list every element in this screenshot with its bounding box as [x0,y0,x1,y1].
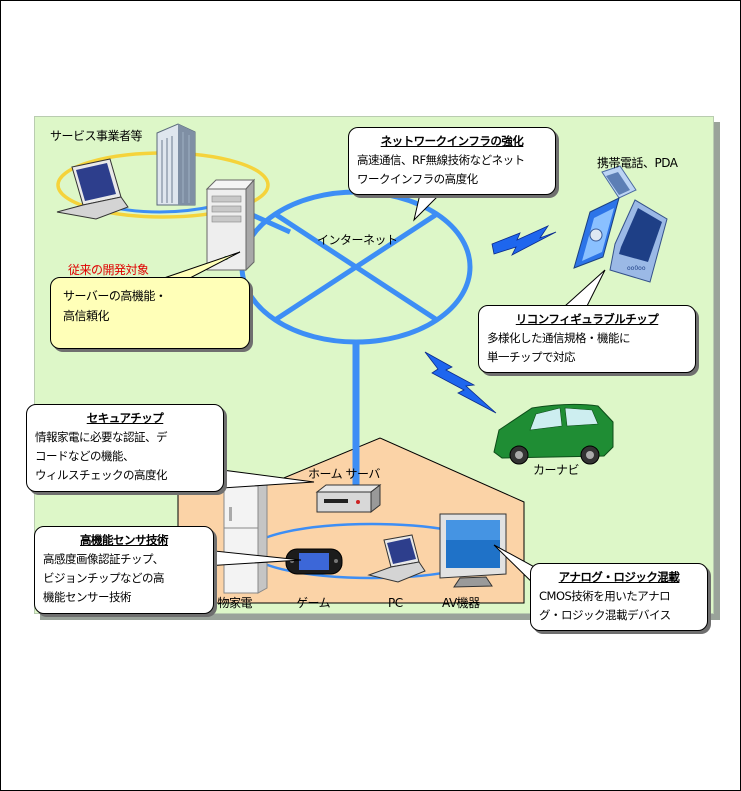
analog-logic-callout: アナログ・ロジック混載 CMOS技術を用いたアナロ グ・ロジック混載デバイス [530,563,708,631]
office-building-icon [156,123,196,206]
pc-label: PC [388,596,403,610]
callout-line: グ・ロジック混載デバイス [539,608,671,622]
provider-to-internet-link [248,211,292,235]
internet-label: インターネット [317,233,398,247]
callout-title: セキュアチップ [86,411,164,425]
car-icon [493,403,614,465]
provider-laptop-icon [56,158,129,220]
network-infra-callout: ネットワークインフラの強化 高速通信、RF無線技術などネット ワークインフラの高… [348,127,556,195]
callout-line: 高信頼化 [63,309,110,323]
callout-line: 情報家電に必要な認証、デ [35,430,168,444]
callout-line: ビジョンチップなどの高 [43,571,165,585]
callout-title: リコンフィギュラブルチップ [515,312,659,326]
reconfig-callout-tail [563,269,606,307]
pc-laptop-icon [367,534,426,583]
lightning-car-icon [424,351,497,414]
server-callout: サーバーの高機能・ 高信頼化 [50,277,250,349]
lightning-mobile-icon [491,225,557,256]
secure-chip-callout: セキュアチップ 情報家電に必要な認証、デ コードなどの機能、 ウィルスチェックの… [26,404,224,492]
callout-line: ウィルスチェックの高度化 [35,468,168,482]
game-console-icon [285,548,343,575]
car-nav-label: カーナビ [533,463,580,477]
service-provider-label: サービス事業者等 [50,129,143,143]
callout-line: 機能センサー技術 [43,590,132,604]
callout-line: 単一チップで対応 [487,350,576,364]
av-equipment-label: AV機器 [442,596,480,610]
callout-line: ワークインフラの高度化 [357,172,478,186]
refrigerator-icon [222,479,269,594]
home-server-icon [315,483,382,514]
callout-line: CMOS技術を用いたアナロ [539,589,671,603]
callout-line: 高速通信、RF無線技術などネット [357,153,525,167]
reconfigurable-chip-callout: リコンフィギュラブルチップ 多様化した通信規格・機能に 単一チップで対応 [478,305,696,373]
callout-title: ネットワークインフラの強化 [380,134,524,148]
callout-title: アナログ・ロジック混載 [558,570,680,584]
sensor-tech-callout: 高機能センサ技術 高感度画像認証チップ、 ビジョンチップなどの高 機能センサー技… [34,526,214,614]
game-label: ゲーム [296,596,331,610]
mobile-pda-label: 携帯電話、PDA [597,156,678,170]
mobile-phone-icon [573,165,637,269]
conventional-target-label: 従来の開発対象 [68,263,149,277]
callout-line: 多様化した通信規格・機能に [487,331,631,345]
svg-text:oo0oo: oo0oo [627,265,646,272]
pda-icon: oo0oo [609,199,668,283]
callout-title: 高機能センサ技術 [80,533,169,547]
tv-monitor-icon [439,513,507,588]
callout-line: サーバーの高機能・ [63,289,167,303]
internet-cross-line-b [273,211,439,323]
callout-line: コードなどの機能、 [35,449,135,463]
home-server-label: ホーム サーバ [308,467,380,481]
appliance-label: 白物家電 [206,596,253,610]
callout-line: 高感度画像認証チップ、 [43,552,164,566]
